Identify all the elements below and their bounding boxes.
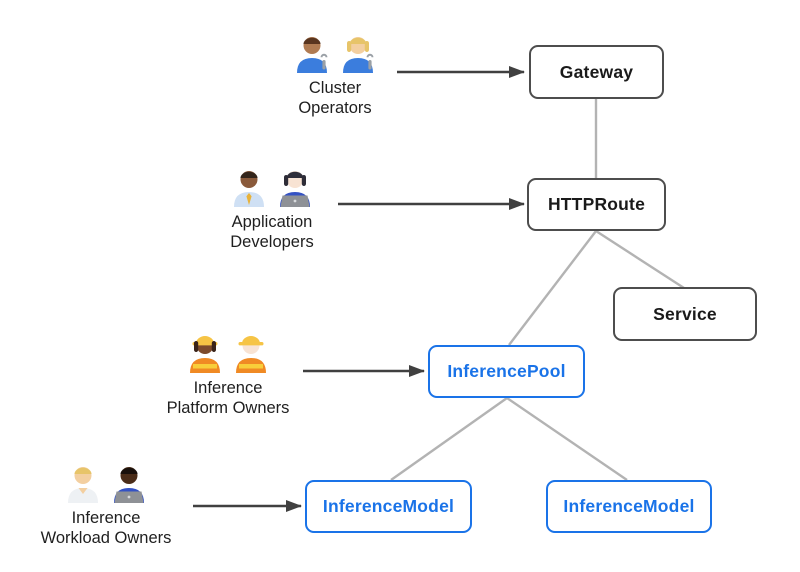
persona-label-line: Operators [298,99,372,117]
persona-label-line: Developers [230,233,314,251]
persona-label-cluster-operators: Cluster Operators [298,78,371,118]
edge-inferencepool-inferencemodel-1 [390,397,508,481]
node-gateway: Gateway [529,45,664,99]
persona-label-application-developers: Application Developers [230,212,313,252]
node-service: Service [613,287,757,341]
persona-inference-platform-owners: Inference Platform Owners [128,331,328,418]
node-inferencemodel-right: InferenceModel [546,480,712,533]
edge-httproute-inferencepool [508,230,597,346]
persona-label-inference-platform-owners: Inference Platform Owners [167,378,290,418]
node-httproute: HTTPRoute [527,178,666,231]
persona-cluster-operators: Cluster Operators [235,31,435,118]
persona-application-developers: Application Developers [172,165,372,252]
edge-inferencepool-inferencemodel-2 [506,397,628,481]
health-worker-technologist-pair-icon [68,467,144,503]
persona-label-line: Workload Owners [40,529,172,547]
persona-label-line: Cluster [308,79,362,97]
node-inferencepool: InferencePool [428,345,585,398]
persona-label-line: Inference [71,509,141,527]
construction-workers-pair-icon [190,336,266,373]
office-worker-technologist-pair-icon [234,171,310,207]
persona-label-inference-workload-owners: Inference Workload Owners [41,508,172,548]
edge-httproute-service [595,229,685,290]
mechanics-pair-icon [297,37,374,73]
node-inferencemodel-left: InferenceModel [305,480,472,533]
persona-inference-workload-owners: Inference Workload Owners [6,461,206,548]
persona-label-line: Inference [193,379,263,397]
persona-label-line: Application [231,213,313,231]
persona-label-line: Platform Owners [166,399,290,417]
